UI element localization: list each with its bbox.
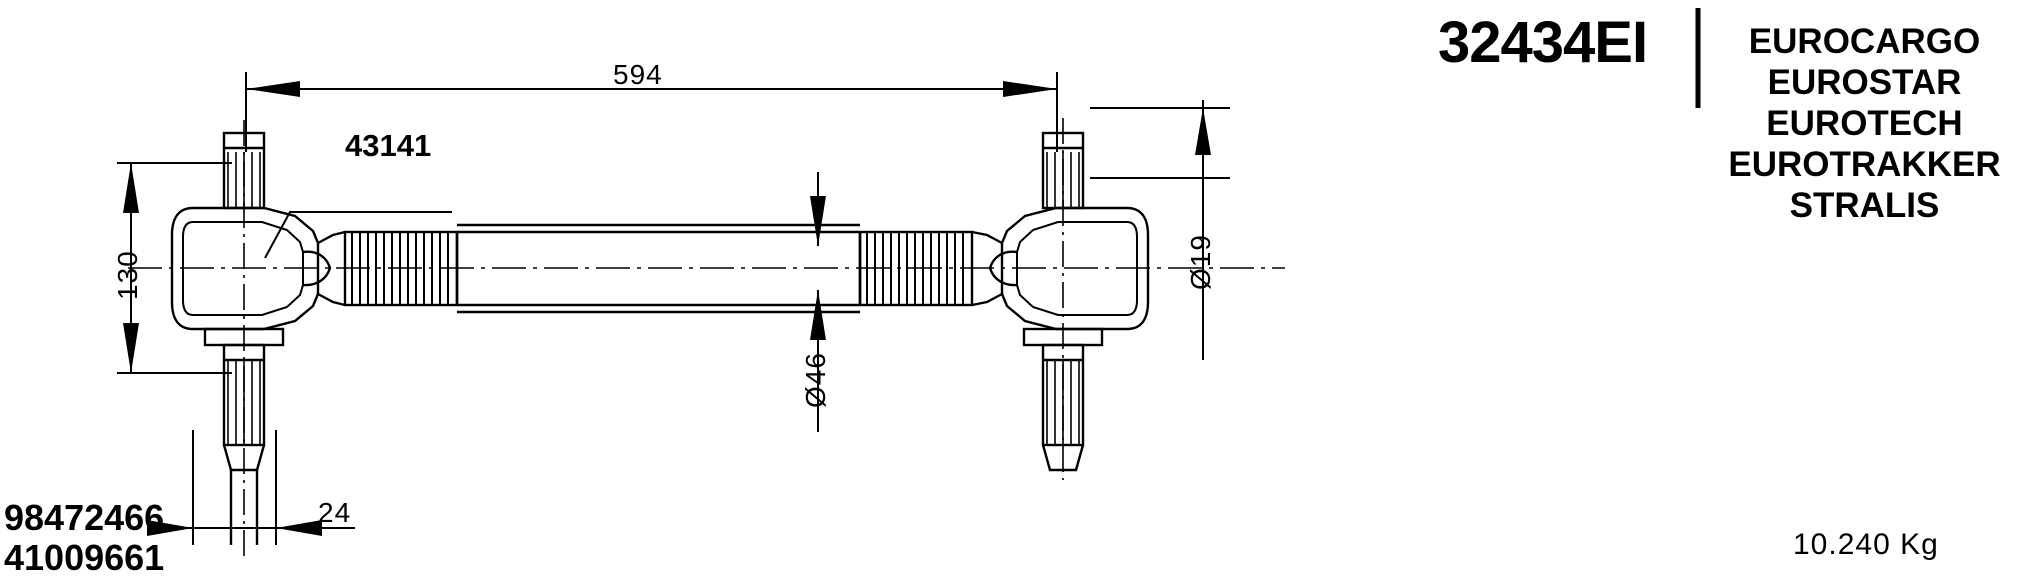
leader-43141 <box>264 211 452 259</box>
dimension-d19-label: Ø19 <box>1185 234 1216 290</box>
arrowhead-d46-top <box>810 196 826 246</box>
arrowhead-24-left <box>147 520 193 536</box>
right-joint-housing <box>1000 206 1150 331</box>
reference-number-primary: 98472466 <box>4 497 165 538</box>
reference-number-block: 98472466 41009661 <box>4 497 165 578</box>
reference-number-secondary: 41009661 <box>4 537 165 578</box>
right-taper <box>971 230 1018 307</box>
arrowhead-130-top <box>123 163 139 213</box>
dimension-d19-label-wrap: Ø19 <box>1185 234 1241 322</box>
model-eurotech: EUROTECH <box>1766 103 1963 143</box>
part-number-title: 32434EI <box>1438 10 1648 75</box>
right-thread-hatch <box>866 232 964 305</box>
dimension-130-label-wrap: 130 <box>112 250 162 332</box>
dimension-594-label: 594 <box>613 59 663 90</box>
weight-label: 10.240 Kg <box>1793 528 1939 561</box>
model-stralis: STRALIS <box>1789 185 1940 225</box>
dimension-24-label: 24 <box>318 497 352 528</box>
dimension-130-label: 130 <box>112 250 143 300</box>
left-thread-hatch <box>351 232 449 305</box>
model-eurotrakker: EUROTRAKKER <box>1728 144 2001 184</box>
arrowhead-24-right <box>276 520 322 536</box>
dimension-d46-label: Ø46 <box>800 352 831 408</box>
arrowhead-594-right <box>1003 81 1057 97</box>
model-eurostar: EUROSTAR <box>1767 62 1962 102</box>
model-eurocargo: EUROCARGO <box>1748 22 1981 61</box>
arrowhead-d19-top <box>1195 108 1211 155</box>
arrowhead-594-left <box>246 81 300 97</box>
vehicle-model-list: EUROCARGO EUROSTAR EUROTECH EUROTRAKKER … <box>1712 22 2017 227</box>
dimension-d46-label-wrap: Ø46 <box>800 352 856 440</box>
left-taper <box>302 230 346 307</box>
callout-43141-label: 43141 <box>345 128 432 163</box>
centre-tube <box>455 223 862 314</box>
arrowhead-d46-bottom <box>810 290 826 340</box>
dimension-594 <box>245 72 1058 152</box>
arrowhead-130-bottom <box>123 323 139 373</box>
dimension-24 <box>170 430 355 545</box>
